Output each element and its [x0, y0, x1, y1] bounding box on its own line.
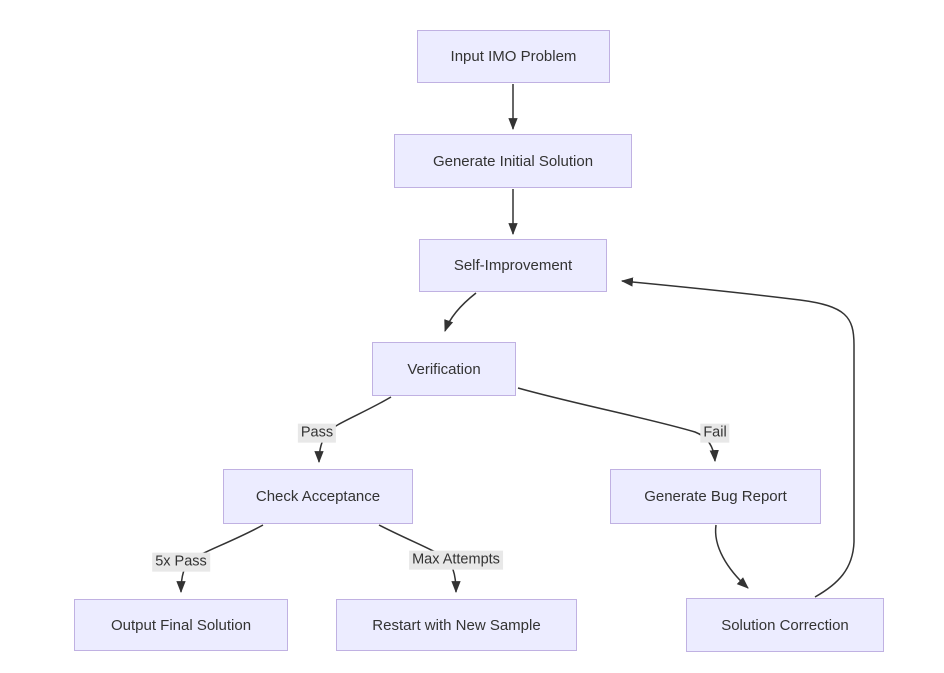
- edge-self-improvement-to-verification: [444, 292, 477, 333]
- node-label: Check Acceptance: [255, 488, 381, 505]
- node-input-imo-problem: Input IMO Problem: [417, 30, 610, 83]
- node-label: Verification: [407, 360, 481, 378]
- edge-bug-report-to-correction: [714, 524, 749, 589]
- edge-label-max-attempts: Max Attempts: [409, 550, 503, 570]
- node-verification: Verification: [372, 342, 516, 396]
- node-label: Input IMO Problem: [450, 48, 577, 65]
- node-label: Self-Improvement: [453, 257, 573, 274]
- node-label: Output Final Solution: [110, 616, 252, 634]
- node-generate-initial-solution: Generate Initial Solution: [394, 134, 632, 188]
- edge-label-pass: Pass: [297, 423, 337, 443]
- node-check-acceptance: Check Acceptance: [223, 469, 413, 524]
- node-generate-bug-report: Generate Bug Report: [610, 469, 821, 524]
- edge-label-5x-pass: 5x Pass: [152, 552, 210, 572]
- node-label: Restart with New Sample: [372, 616, 541, 634]
- edge-correction-to-self-improvement: [620, 277, 855, 598]
- node-output-final-solution: Output Final Solution: [74, 599, 288, 651]
- node-restart-with-new-sample: Restart with New Sample: [336, 599, 577, 651]
- node-label: Generate Initial Solution: [432, 152, 594, 170]
- edge-verification-to-bug-report: [517, 387, 719, 463]
- node-label: Solution Correction: [721, 616, 849, 634]
- node-self-improvement: Self-Improvement: [419, 239, 607, 292]
- edge-label-fail: Fail: [700, 423, 730, 443]
- node-label: Generate Bug Report: [644, 488, 787, 505]
- node-solution-correction: Solution Correction: [686, 598, 884, 652]
